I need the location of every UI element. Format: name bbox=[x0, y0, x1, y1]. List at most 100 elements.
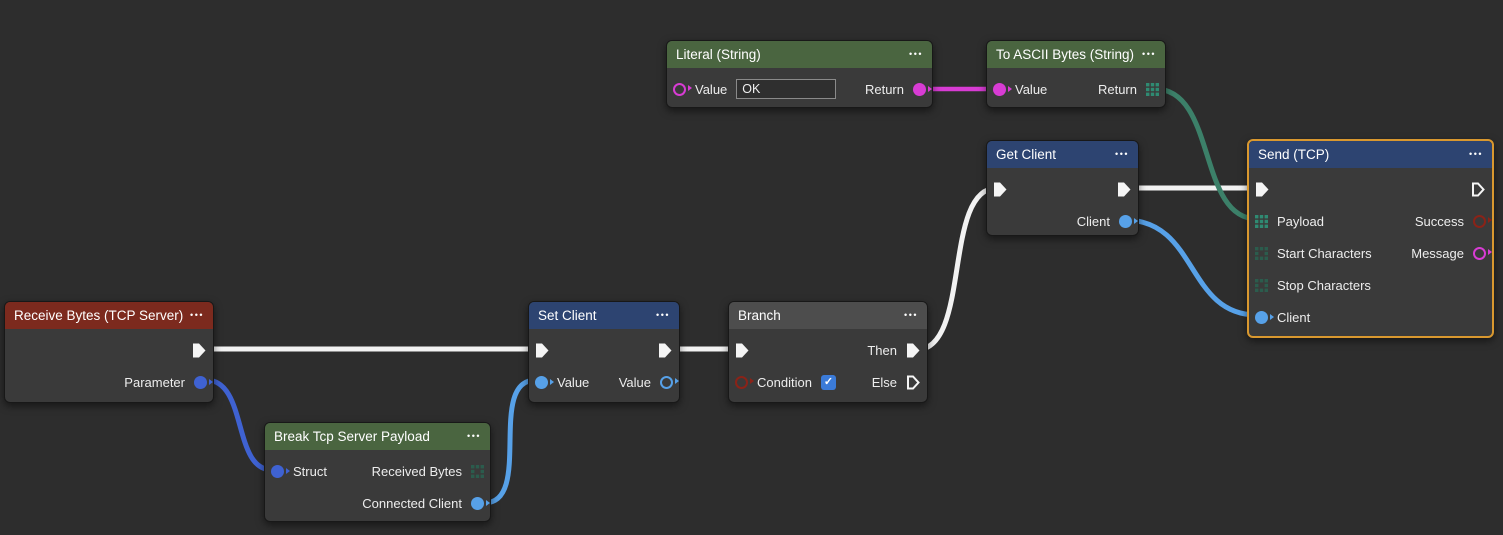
pin-value-input[interactable] bbox=[673, 82, 692, 96]
node-branch[interactable]: Branch ••• Then Condition ✓ Else bbox=[728, 301, 928, 403]
node-set-client[interactable]: Set Client ••• Value Value bbox=[528, 301, 680, 403]
node-row: Stop Characters bbox=[1249, 269, 1492, 301]
pin-value-input[interactable] bbox=[993, 82, 1012, 96]
node-header[interactable]: Break Tcp Server Payload ••• bbox=[265, 423, 490, 450]
condition-checkbox-checked[interactable]: ✓ bbox=[820, 374, 836, 390]
value-text-input[interactable] bbox=[736, 79, 837, 99]
node-menu-icon[interactable]: ••• bbox=[909, 49, 923, 59]
pin-label: Value bbox=[557, 374, 590, 390]
wire-client-break-to-setclient[interactable] bbox=[481, 377, 539, 506]
pin-stop-characters-input[interactable] bbox=[1255, 279, 1268, 292]
node-row: Start Characters Message bbox=[1249, 237, 1492, 269]
pin-exec-in[interactable] bbox=[735, 342, 750, 359]
pin-else-output[interactable] bbox=[906, 374, 921, 391]
pin-client-input[interactable] bbox=[1255, 310, 1274, 324]
pin-then-output[interactable] bbox=[906, 342, 921, 359]
node-row: Client bbox=[987, 205, 1138, 237]
node-menu-icon[interactable]: ••• bbox=[1115, 149, 1129, 159]
pin-label: Then bbox=[867, 342, 897, 358]
pin-condition-input[interactable] bbox=[735, 375, 754, 389]
pin-payload-input[interactable] bbox=[1255, 215, 1268, 228]
node-break-tcp-server-payload[interactable]: Break Tcp Server Payload ••• Struct Rece… bbox=[264, 422, 491, 522]
node-title: Literal (String) bbox=[676, 47, 761, 62]
pin-return-output[interactable] bbox=[913, 82, 932, 96]
node-row bbox=[987, 173, 1138, 205]
node-title: Receive Bytes (TCP Server) bbox=[14, 308, 184, 323]
pin-connected-client-output[interactable] bbox=[471, 496, 490, 510]
node-receive-bytes-tcp-server[interactable]: Receive Bytes (TCP Server) ••• Parameter bbox=[4, 301, 214, 403]
node-header[interactable]: To ASCII Bytes (String) ••• bbox=[987, 41, 1165, 68]
pin-exec-in[interactable] bbox=[1255, 181, 1270, 198]
node-row: Value Value bbox=[529, 366, 679, 398]
node-menu-icon[interactable]: ••• bbox=[656, 310, 670, 320]
node-row: Struct Received Bytes bbox=[265, 455, 490, 487]
pin-label: Struct bbox=[293, 463, 327, 479]
pin-struct-input[interactable] bbox=[271, 464, 290, 478]
wire-client-getclient-to-send[interactable] bbox=[1122, 217, 1260, 318]
pin-label: Connected Client bbox=[362, 495, 462, 511]
node-header[interactable]: Get Client ••• bbox=[987, 141, 1138, 168]
pin-label: Value bbox=[695, 81, 728, 97]
node-row bbox=[5, 334, 213, 366]
node-menu-icon[interactable]: ••• bbox=[1469, 149, 1483, 159]
wire-exec-branch-then-to-getclient[interactable] bbox=[913, 185, 1000, 353]
node-title: Send (TCP) bbox=[1258, 147, 1330, 162]
pin-label: Client bbox=[1277, 309, 1311, 325]
pin-success-output[interactable] bbox=[1473, 214, 1492, 228]
pin-label: Return bbox=[864, 81, 904, 97]
pin-label: Stop Characters bbox=[1277, 277, 1371, 293]
pin-label: Message bbox=[1411, 245, 1464, 261]
pin-label: Start Characters bbox=[1277, 245, 1372, 261]
node-to-ascii-bytes[interactable]: To ASCII Bytes (String) ••• Value Return bbox=[986, 40, 1166, 108]
pin-label: Parameter bbox=[124, 374, 185, 390]
pin-exec-out[interactable] bbox=[1117, 181, 1132, 198]
pin-parameter-output[interactable] bbox=[194, 375, 213, 389]
node-row: Value Return bbox=[987, 73, 1165, 105]
node-header[interactable]: Receive Bytes (TCP Server) ••• bbox=[5, 302, 213, 329]
node-row: Then bbox=[729, 334, 927, 366]
pin-start-characters-input[interactable] bbox=[1255, 247, 1268, 260]
pin-exec-out[interactable] bbox=[192, 342, 207, 359]
pin-exec-out[interactable] bbox=[1471, 181, 1486, 198]
node-title: Set Client bbox=[538, 308, 597, 323]
node-row bbox=[1249, 173, 1492, 205]
pin-label: Value bbox=[618, 374, 651, 390]
node-menu-icon[interactable]: ••• bbox=[467, 431, 481, 441]
node-menu-icon[interactable]: ••• bbox=[1142, 49, 1156, 59]
pin-label: Success bbox=[1414, 213, 1464, 229]
pin-label: Client bbox=[1076, 213, 1110, 229]
pin-value-output[interactable] bbox=[660, 375, 679, 389]
pin-client-output[interactable] bbox=[1119, 214, 1138, 228]
node-title: Branch bbox=[738, 308, 781, 323]
pin-message-output[interactable] bbox=[1473, 246, 1492, 260]
wire-struct-parameter-to-break[interactable] bbox=[203, 377, 275, 473]
node-literal-string[interactable]: Literal (String) ••• Value Return bbox=[666, 40, 933, 108]
pin-exec-in[interactable] bbox=[535, 342, 550, 359]
pin-label: Else bbox=[871, 374, 897, 390]
node-row: Parameter bbox=[5, 366, 213, 398]
node-get-client[interactable]: Get Client ••• Client bbox=[986, 140, 1139, 236]
pin-value-input[interactable] bbox=[535, 375, 554, 389]
node-title: Break Tcp Server Payload bbox=[274, 429, 430, 444]
pin-return-bytes-output[interactable] bbox=[1146, 83, 1159, 96]
node-header[interactable]: Send (TCP) ••• bbox=[1249, 141, 1492, 168]
node-title: Get Client bbox=[996, 147, 1057, 162]
node-menu-icon[interactable]: ••• bbox=[904, 310, 918, 320]
node-header[interactable]: Set Client ••• bbox=[529, 302, 679, 329]
wire-bytes-ascii-to-payload[interactable] bbox=[1152, 86, 1260, 222]
node-row: Condition ✓ Else bbox=[729, 366, 927, 398]
node-send-tcp[interactable]: Send (TCP) ••• Payload Success Start Cha… bbox=[1247, 139, 1494, 338]
node-row: Value Return bbox=[667, 73, 932, 105]
pin-exec-in[interactable] bbox=[993, 181, 1008, 198]
node-row: Payload Success bbox=[1249, 205, 1492, 237]
pin-received-bytes-output[interactable] bbox=[471, 465, 484, 478]
node-header[interactable]: Literal (String) ••• bbox=[667, 41, 932, 68]
pin-exec-out[interactable] bbox=[658, 342, 673, 359]
node-header[interactable]: Branch ••• bbox=[729, 302, 927, 329]
node-row: Connected Client bbox=[265, 487, 490, 519]
node-menu-icon[interactable]: ••• bbox=[190, 310, 204, 320]
node-row bbox=[529, 334, 679, 366]
pin-label: Return bbox=[1097, 81, 1137, 97]
